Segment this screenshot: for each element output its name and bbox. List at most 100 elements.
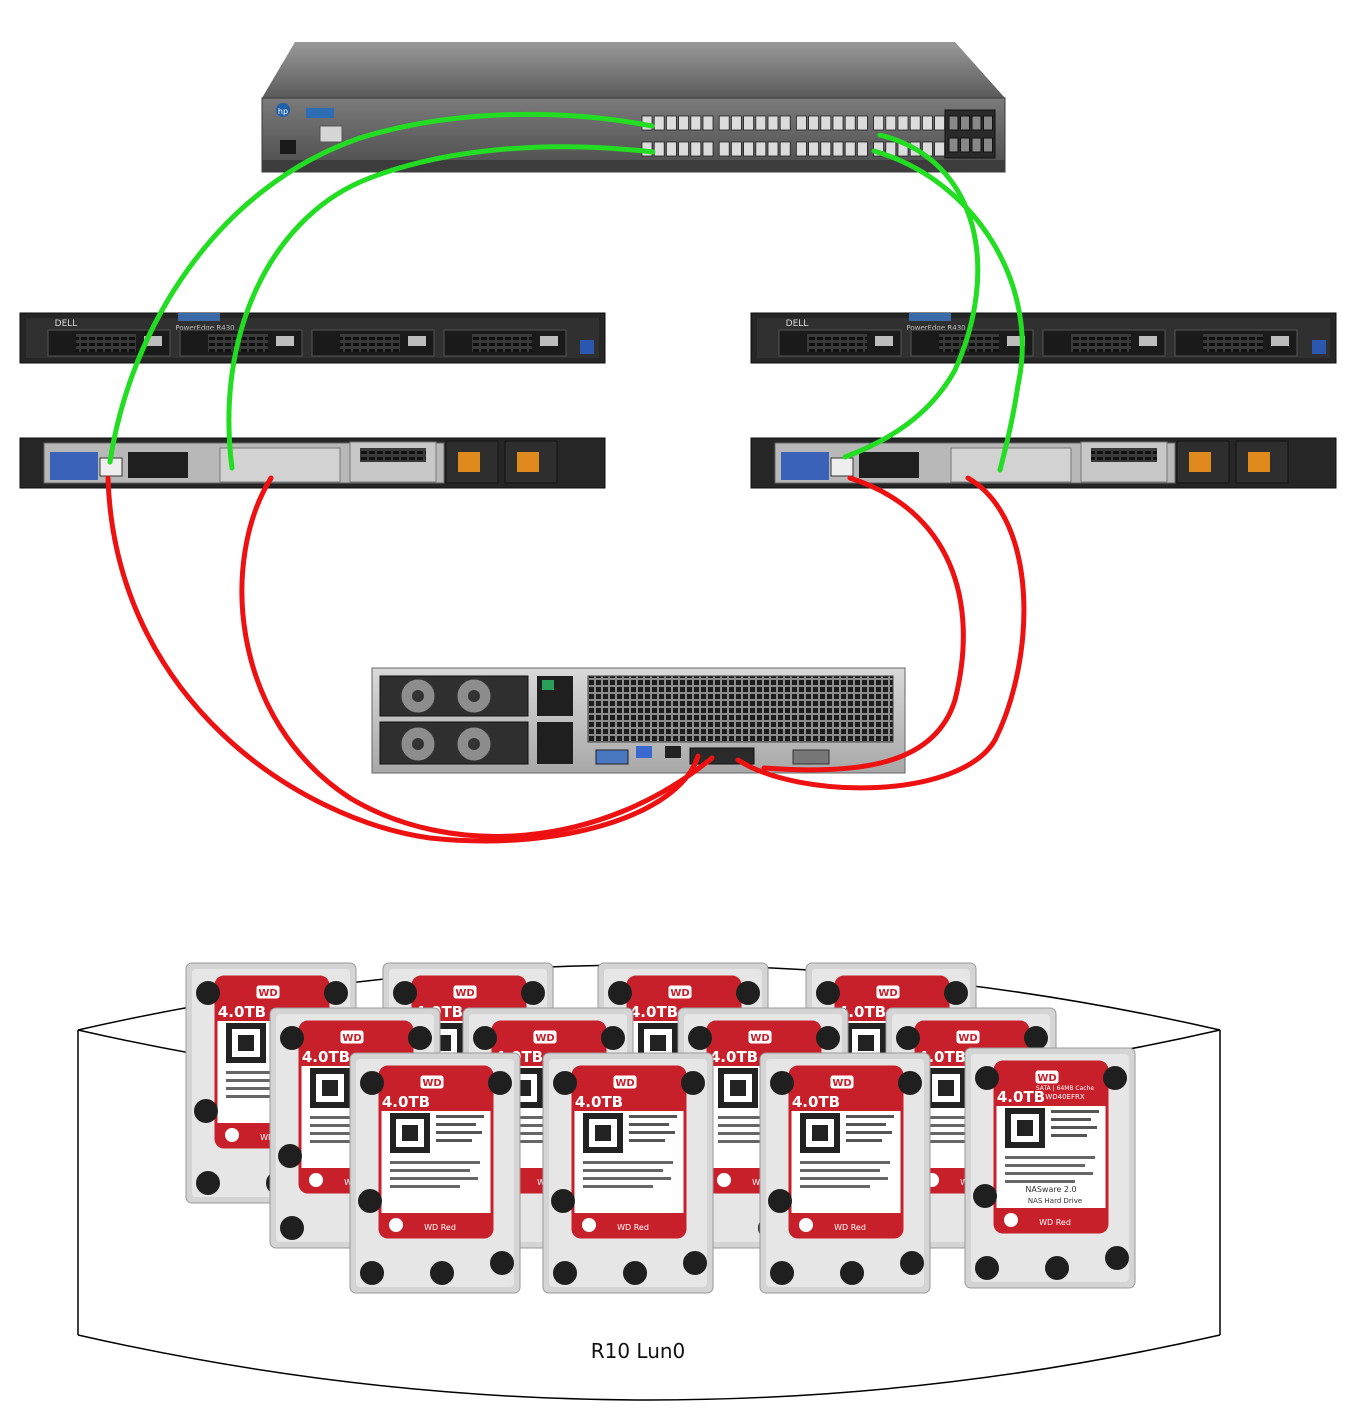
bay-label: [1007, 336, 1025, 346]
drive-line: WD Red: [1039, 1218, 1071, 1227]
bay-label: [1271, 336, 1289, 346]
switch-port: [897, 115, 909, 131]
drive-capacity: 4.0TB: [218, 1003, 266, 1021]
switch-port: [779, 141, 791, 157]
drive-type: NAS Hard Drive: [1028, 1197, 1082, 1205]
switch-port: [702, 115, 714, 131]
sfp-port: [971, 137, 982, 153]
switch-port: [702, 141, 714, 157]
switch-port: [844, 141, 856, 157]
server-2-rear: [750, 437, 1337, 489]
sfp-port: [960, 137, 970, 153]
switch-port: [885, 115, 897, 131]
switch-port: [653, 141, 665, 157]
switch-port: [820, 141, 832, 157]
server-2-brand: DELL: [786, 319, 809, 329]
sfp-port: [971, 115, 982, 131]
switch-port: [808, 141, 819, 157]
sfp-port: [983, 115, 993, 131]
switch-port: [873, 115, 884, 131]
drive-bays: [47, 329, 1298, 357]
bay-label: [1139, 336, 1157, 346]
switch-port: [718, 115, 730, 131]
switch-port: [844, 115, 856, 131]
switch-port: [690, 141, 702, 157]
drive-capacity: 4.0TB: [997, 1088, 1045, 1106]
lan-cable-2: [226, 144, 656, 471]
switch-brand: hp: [278, 107, 288, 116]
switch-port: [934, 115, 945, 131]
storage-cable-1: [105, 475, 701, 844]
server-1-rear: [19, 437, 606, 489]
vga-port-icon: [781, 452, 829, 480]
sfp-port: [983, 137, 993, 153]
switch-port: [934, 141, 945, 157]
bay-vent: [76, 334, 136, 352]
nas-storage-rear: [371, 667, 906, 774]
drive-line: WD Red: [424, 1223, 456, 1232]
storage-cable-4: [735, 475, 1027, 791]
lan-cable-4: [871, 148, 1025, 473]
lan-cables: [107, 111, 1025, 473]
psu-1-icon: [1189, 452, 1211, 472]
switch-port: [731, 115, 742, 131]
sfp-port: [948, 115, 959, 131]
switch-port: [832, 115, 844, 131]
switch-port: [718, 141, 730, 157]
network-switch: hp: [261, 42, 1006, 173]
drive-capacity: 4.0TB: [382, 1093, 430, 1111]
switch-port: [779, 115, 791, 131]
switch-port: [666, 115, 677, 131]
server-2-model: PowerEdge R430: [906, 324, 965, 332]
drive-capacity: 4.0TB: [710, 1048, 758, 1066]
hard-drive: 4.0TB WD Red: [541, 1051, 715, 1295]
switch-port: [922, 115, 933, 131]
bay-vent: [807, 334, 867, 352]
drive-capacity: 4.0TB: [575, 1093, 623, 1111]
switch-port: [755, 141, 767, 157]
switch-port: [731, 141, 742, 157]
nic-port-icon: [830, 457, 854, 477]
lan-cable-1: [107, 111, 655, 465]
bay-vent: [1071, 334, 1131, 352]
switch-port: [796, 115, 807, 131]
switch-port: [678, 115, 689, 131]
bay-label: [408, 336, 426, 346]
switch-port-block: [641, 115, 945, 157]
bay-vent: [1203, 334, 1263, 352]
drive-spec: SATA | 64MB Cache: [1036, 1085, 1095, 1092]
psu-2-icon: [517, 452, 539, 472]
switch-port: [743, 141, 754, 157]
switch-port: [909, 115, 921, 131]
psu-1-icon: [458, 452, 480, 472]
switch-port: [808, 115, 819, 131]
drive-capacity: 4.0TB: [792, 1093, 840, 1111]
switch-port: [767, 115, 779, 131]
bay-vent: [472, 334, 532, 352]
server-1-brand: DELL: [55, 319, 78, 329]
switch-port: [666, 141, 677, 157]
switch-port: [857, 115, 868, 131]
bay-label: [540, 336, 558, 346]
switch-port: [832, 141, 844, 157]
hp-logo-icon: [276, 103, 290, 117]
vga-port-icon: [50, 452, 98, 480]
bay-label: [276, 336, 294, 346]
switch-port: [796, 141, 807, 157]
server-1-model: PowerEdge R430: [175, 324, 234, 332]
storage-cable-2: [239, 475, 715, 839]
hard-drive: 4.0TB WD Red: [348, 1051, 522, 1295]
switch-port: [857, 141, 868, 157]
switch-port: [755, 115, 767, 131]
storage-cables: [105, 475, 1027, 844]
drive-line: WD Red: [617, 1223, 649, 1232]
sfp-port-block: [944, 109, 996, 159]
psu-2-icon: [1248, 452, 1270, 472]
switch-port: [743, 115, 754, 131]
drive-feature: NASware 2.0: [1025, 1185, 1076, 1194]
sfp-port: [948, 137, 959, 153]
switch-port: [653, 115, 665, 131]
